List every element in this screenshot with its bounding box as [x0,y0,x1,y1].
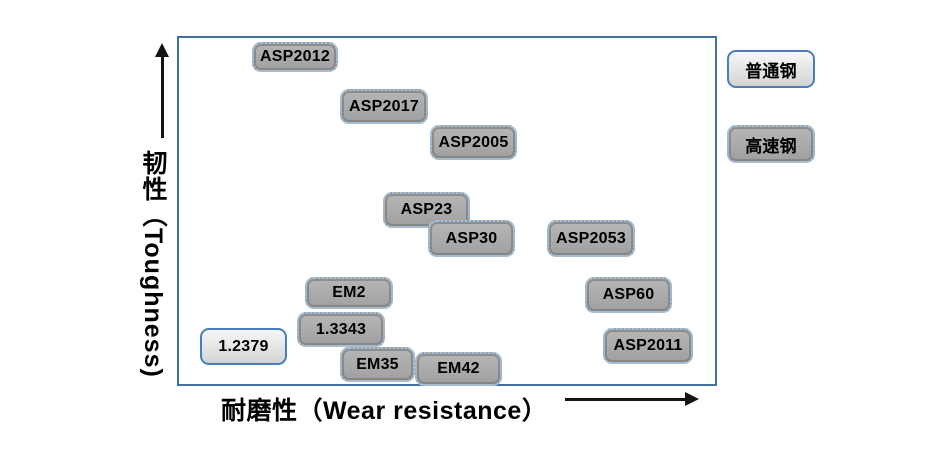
steel-grade-box-asp2011: ASP2011 [603,328,693,364]
steel-grade-box-asp2012: ASP2012 [252,42,338,72]
legend-item-high-speed-steel: 高速钢 [727,125,815,163]
legend-item-ordinary-steel: 普通钢 [727,50,815,88]
steel-grade-box-asp2053: ASP2053 [547,220,635,257]
x-axis-arrow-icon [685,392,699,406]
y-axis-arrow-icon [155,43,169,57]
steel-grade-box-em2: EM2 [305,277,393,309]
steel-grade-box-em42: EM42 [415,352,502,386]
steel-grade-box-asp2005: ASP2005 [430,125,517,160]
steel-grade-box-1-2379: 1.2379 [200,328,287,365]
steel-grade-box-asp60: ASP60 [585,277,672,313]
y-axis-arrow-line [161,56,164,138]
steel-grade-box-em35: EM35 [340,347,415,382]
x-axis-label: 耐磨性（Wear resistance） [221,397,548,425]
x-axis-arrow-line [565,398,687,401]
y-axis-label: 韧性（Toughness) [139,150,167,378]
steel-grade-box-asp23: ASP23 [383,192,470,228]
steel-grade-box-asp2017: ASP2017 [340,89,428,124]
steel-grade-box-asp30: ASP30 [428,220,515,257]
steel-grade-box-1-3343: 1.3343 [297,312,385,347]
